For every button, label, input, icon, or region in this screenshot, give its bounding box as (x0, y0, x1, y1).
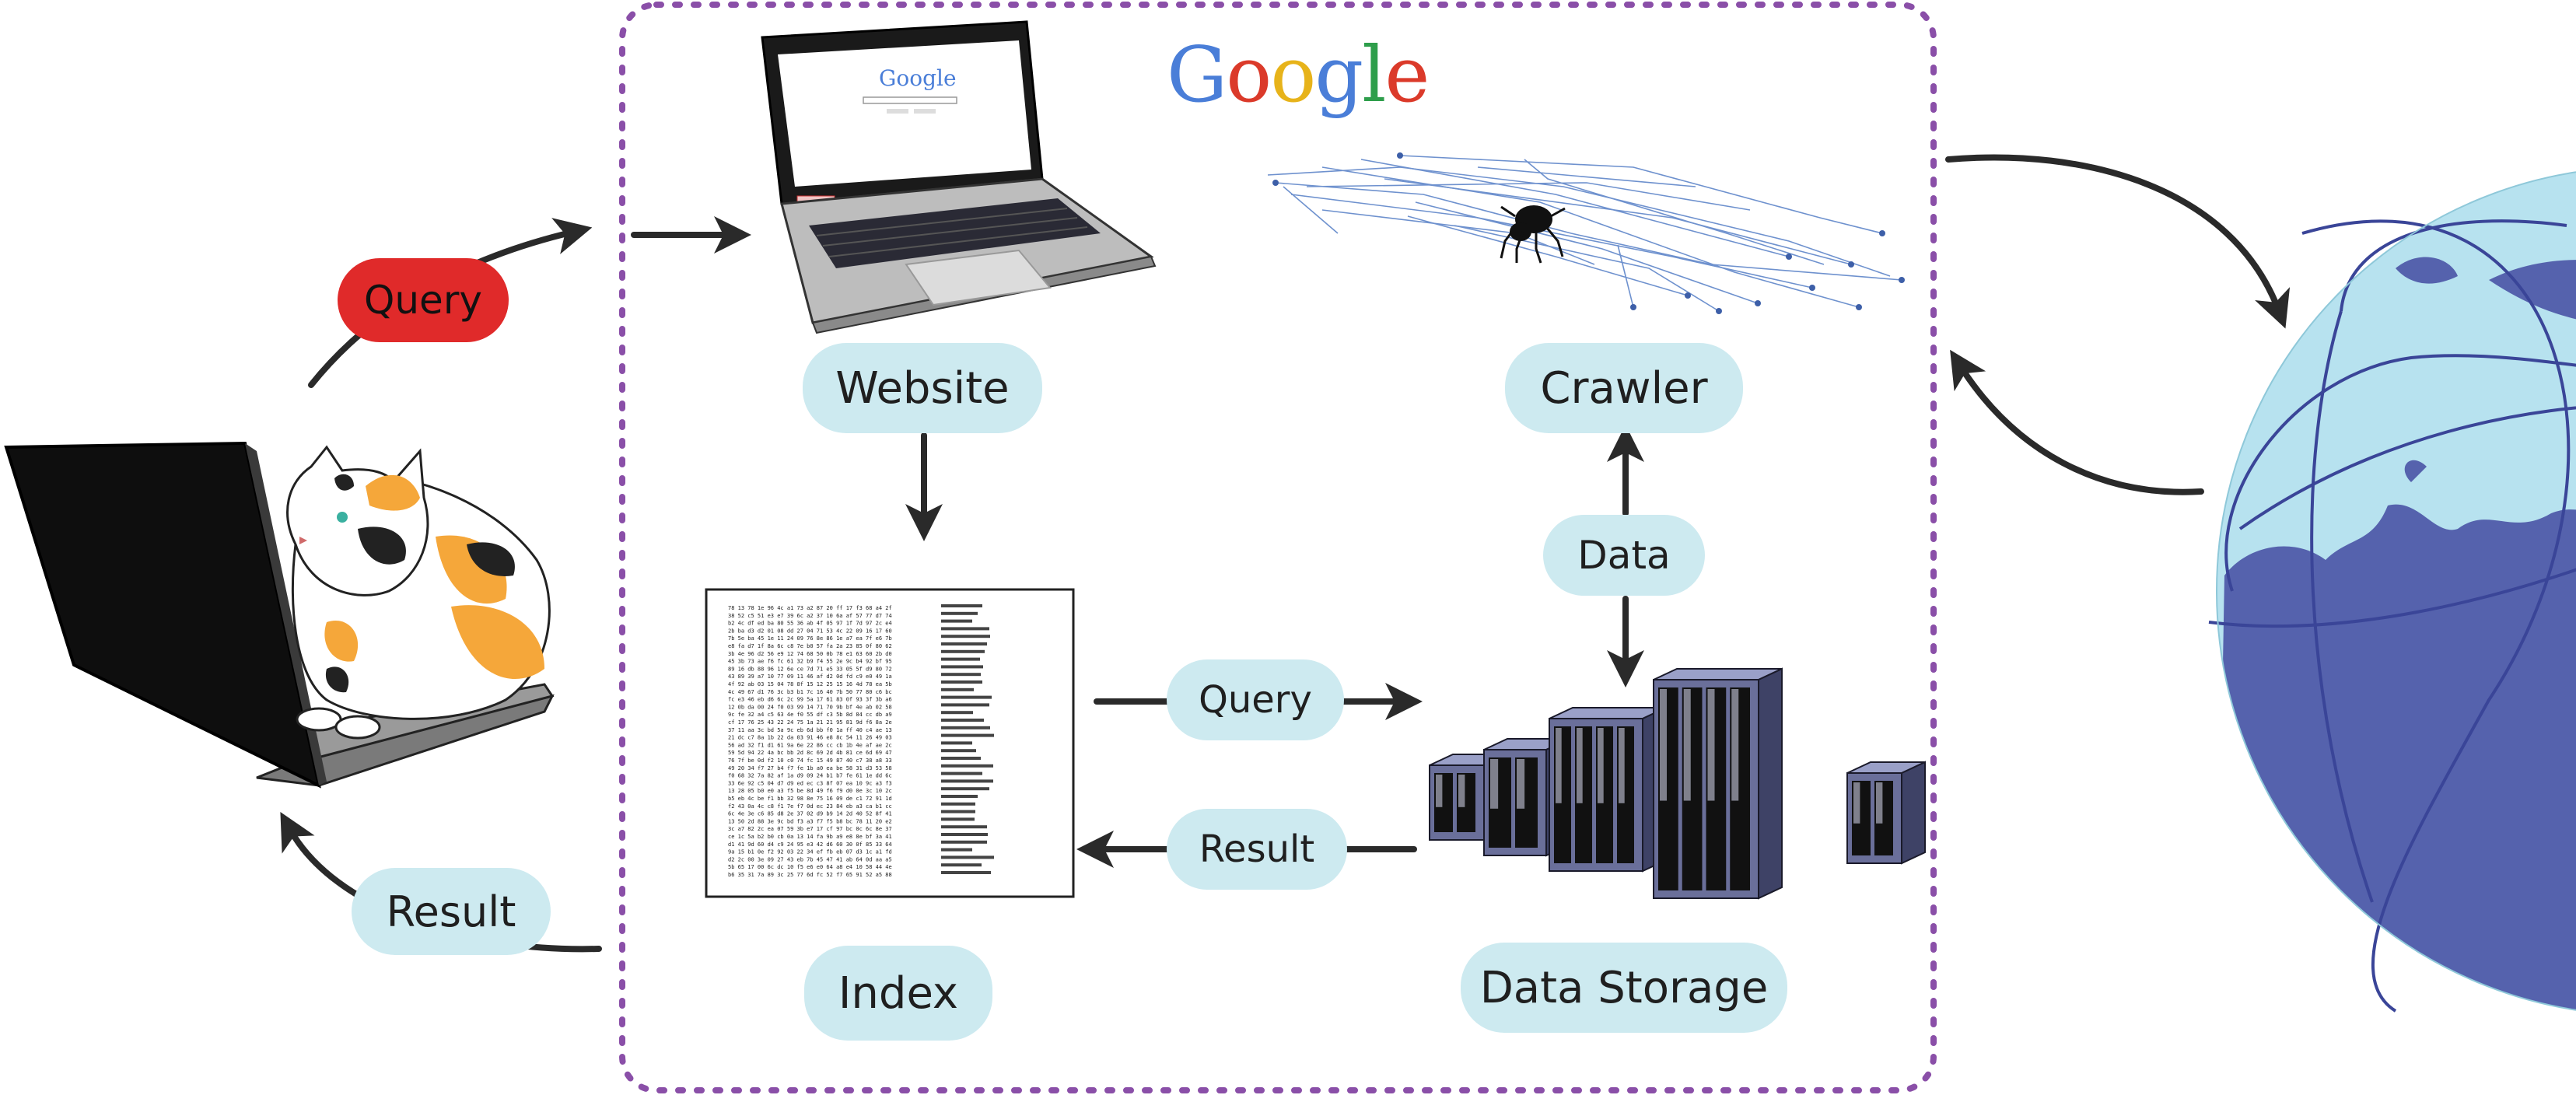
svg-text:21 dc c7 8a 1b 22 da 03 91 46: 21 dc c7 8a 1b 22 da 03 91 46 e8 8c 54 1… (728, 735, 892, 741)
crawler-label: Crawler (1505, 343, 1743, 433)
svg-text:3b 4e 96 d2 56 e9 12 74 68 50: 3b 4e 96 d2 56 e9 12 74 68 50 0b 78 e1 6… (728, 651, 892, 657)
svg-text:f2 43 0a 4c c8 f1 7e f7 0d ec: f2 43 0a 4c c8 f1 7e f7 0d ec 23 84 eb a… (728, 803, 892, 810)
google-logo: Google (1167, 31, 1430, 120)
svg-text:d1 41 9d 60 d4 c9 24 95 e3 42: d1 41 9d 60 d4 c9 24 95 e3 42 d6 60 30 0… (728, 841, 892, 848)
svg-text:Google: Google (879, 65, 957, 91)
svg-text:49 20 34 f7 27 b4 f7 fe 1b a0: 49 20 34 f7 27 b4 f7 fe 1b a0 ea be 58 3… (728, 765, 892, 771)
svg-text:45 3b 73 ae f6 fc 61 32 b9 f4: 45 3b 73 ae f6 fc 61 32 b9 f4 55 2e 9c b… (728, 659, 892, 665)
query-user-label: Query (338, 258, 509, 342)
google-boundary (619, 2, 1937, 1093)
laptop-google-icon: Google (761, 20, 1157, 334)
arrow-from-web (1950, 349, 2204, 495)
svg-text:9c fe 32 a4 c5 63 4e f0 55 df: 9c fe 32 a4 c5 63 4e f0 55 df c3 5b 8d 8… (728, 712, 892, 718)
svg-text:9a 15 b1 0e f2 92 03 22 34 ef: 9a 15 b1 0e f2 92 03 22 34 ef fb eb 07 d… (728, 849, 892, 855)
query-index-label: Query (1167, 659, 1344, 740)
svg-text:e8 fa d7 1f 8a 6c c8 7e b0 57: e8 fa d7 1f 8a 6c c8 7e b0 57 fa 2a 23 8… (728, 643, 892, 649)
laptop-with-cat (4, 441, 555, 789)
svg-text:37 11 aa 3c bd 5a 9c eb 6d bb: 37 11 aa 3c bd 5a 9c eb 6d bb f0 1a ff 4… (728, 727, 892, 733)
result-user-label: Result (352, 868, 551, 955)
index-label: Index (804, 946, 992, 1041)
svg-text:5b 65 17 00 6c dc 10 f5 e6 e0: 5b 65 17 00 6c dc 10 f5 e6 e0 64 a8 e4 1… (728, 864, 892, 870)
svg-text:6c 4e 3e c6 85 d8 2e 37 02 d9: 6c 4e 3e c6 85 d8 2e 37 02 d9 b9 14 2d 4… (728, 811, 892, 817)
server-rack-icon (1429, 667, 1926, 900)
svg-text:13 28 05 b0 e0 a3 f5 be 8d 49: 13 28 05 b0 e0 a3 f5 be 8d 49 f6 f9 d0 0… (728, 788, 892, 794)
svg-text:f0 68 32 7a 82 af 1a d9 09 24: f0 68 32 7a 82 af 1a d9 09 24 b1 b7 fe 6… (728, 773, 892, 779)
svg-text:d2 2c 00 3e 09 27 43 eb 7b 45: d2 2c 00 3e 09 27 43 eb 7b 45 47 41 ab 6… (728, 856, 892, 862)
svg-text:59 5d 94 22 4a bc bb 2d 8c 69: 59 5d 94 22 4a bc bb 2d 8c 69 2d 4b 81 c… (728, 750, 892, 756)
svg-text:38 52 c5 51 e3 e7 39 6c a2 37: 38 52 c5 51 e3 e7 39 6c a2 37 10 6a af 5… (728, 613, 892, 619)
svg-text:13 50 2d 88 3e 9c bd f3 a3 f7: 13 50 2d 88 3e 9c bd f3 a3 f7 f5 b8 bc 7… (728, 818, 892, 824)
globe-icon (2208, 171, 2576, 1015)
website-label: Website (803, 343, 1042, 433)
crawler-spider-icon (1267, 152, 1905, 314)
svg-text:76 7f be 0d f2 10 c0 74 fc 15: 76 7f be 0d f2 10 c0 74 fc 15 49 87 40 c… (728, 757, 892, 764)
svg-text:12 0b da 00 24 f0 03 99 14 71: 12 0b da 00 24 f0 03 99 14 71 70 9b bf 4… (728, 704, 892, 710)
svg-text:78 13 78 1e 96 4c a1 73 a2 87: 78 13 78 1e 96 4c a1 73 a2 87 20 ff 17 f… (728, 605, 892, 611)
data-storage-label: Data Storage (1461, 943, 1787, 1033)
svg-text:33 6e 92 c5 04 d7 d9 ed ec c3: 33 6e 92 c5 04 d7 d9 ed ec c3 8f 07 ea 1… (728, 780, 892, 786)
svg-text:43 89 39 a7 10 77 09 11 46 af: 43 89 39 a7 10 77 09 11 46 af d2 0d fd c… (728, 673, 892, 680)
svg-text:b5 eb 4c be f1 bb 32 98 8e 75: b5 eb 4c be f1 bb 32 98 8e 75 16 09 de c… (728, 796, 892, 802)
svg-text:b2 4c df ed ba 80 55 36 ab 4f: b2 4c df ed ba 80 55 36 ab 4f 05 97 1f 7… (728, 621, 892, 627)
result-storage-label: Result (1167, 809, 1347, 890)
google-letter: e (1384, 31, 1430, 120)
arrow-to-web (1945, 154, 2291, 329)
svg-text:b6 35 31 7a 89 3c 25 77 6d fc: b6 35 31 7a 89 3c 25 77 6d fc 52 f7 65 9… (728, 872, 892, 878)
svg-text:cf 17 76 25 43 22 24 75 1a 21: cf 17 76 25 43 22 24 75 1a 21 21 95 81 9… (728, 719, 892, 726)
svg-text:89 16 db 88 96 12 6e ce 7d 71: 89 16 db 88 96 12 6e ce 7d 71 e5 33 05 5… (728, 666, 892, 672)
index-document-icon: 78 13 78 1e 96 4c a1 73 a2 87 20 ff 17 f… (705, 588, 1075, 898)
svg-text:2b ba d3 d2 01 08 dd 27 04 71: 2b ba d3 d2 01 08 dd 27 04 71 53 4c 22 0… (728, 628, 892, 634)
google-letter: o (1226, 31, 1272, 120)
svg-text:4f 92 ab 03 15 04 78 8f 15 12: 4f 92 ab 03 15 04 78 8f 15 12 25 15 16 4… (728, 681, 892, 687)
svg-text:7b 5e ba 45 1e 11 24 09 76 8e: 7b 5e ba 45 1e 11 24 09 76 8e 86 1e a7 e… (728, 635, 892, 642)
google-letter: o (1270, 31, 1316, 120)
svg-text:56 ad 32 f1 d1 61 9a 6e 22 86: 56 ad 32 f1 d1 61 9a 6e 22 86 cc cb 1b 4… (728, 742, 892, 748)
svg-text:fc e3 46 eb d6 6c 2c 99 5a 17: fc e3 46 eb d6 6c 2c 99 5a 17 61 83 0f 9… (728, 697, 892, 703)
svg-text:3c a7 82 2c ea 07 59 3b e7 17: 3c a7 82 2c ea 07 59 3b e7 17 cf 97 bc 0… (728, 826, 892, 832)
svg-text:ce 1c 5a b2 b0 cb 0a 13 14 fa: ce 1c 5a b2 b0 cb 0a 13 14 fa 9b a9 e8 8… (728, 834, 892, 840)
google-letter: l (1362, 31, 1386, 120)
google-letter: G (1167, 31, 1227, 120)
google-letter: g (1314, 31, 1363, 120)
svg-text:4c 49 67 d1 76 3c b3 b1 7c 16: 4c 49 67 d1 76 3c b3 b1 7c 16 40 7b 50 7… (728, 689, 892, 695)
data-label: Data (1543, 515, 1705, 596)
